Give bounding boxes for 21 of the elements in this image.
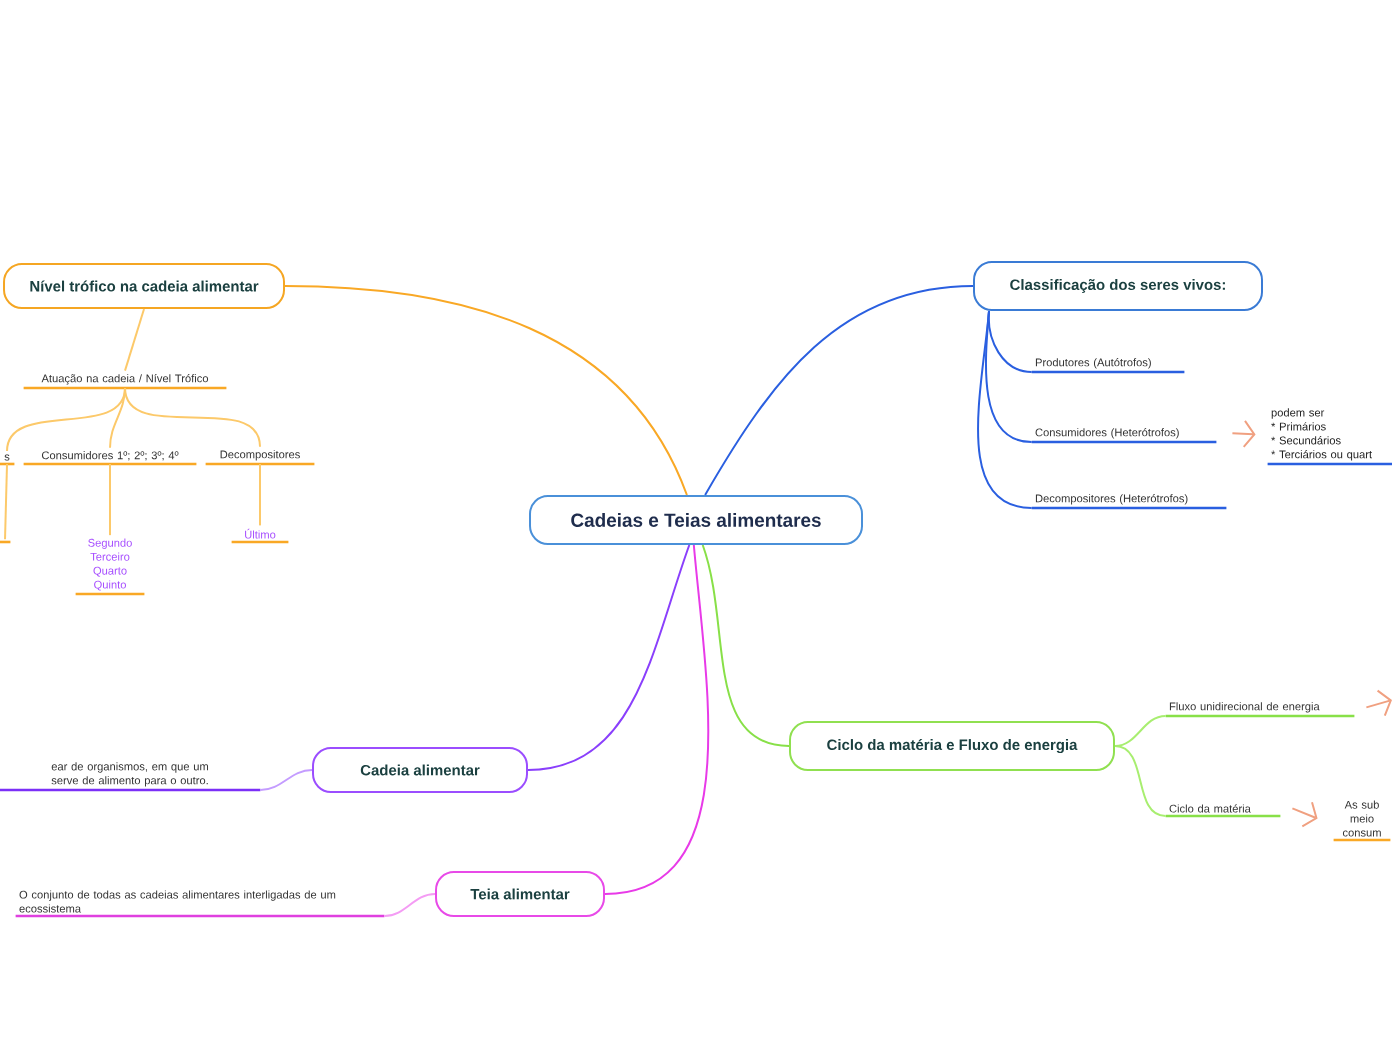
chevron-arrow: [1291, 801, 1318, 828]
branch-line: [977, 310, 1033, 509]
branch-line: [259, 463, 261, 527]
branch-line: [259, 769, 313, 791]
branch-line: [284, 285, 688, 496]
branch-line: [383, 893, 436, 917]
branch-line: [109, 387, 126, 449]
branch-line: [6, 387, 126, 453]
branch-line: [527, 544, 691, 771]
underline: [0, 540, 11, 544]
branch-line: [604, 544, 710, 895]
branch-line: [1114, 745, 1167, 817]
branch-line: [4, 463, 8, 541]
branch-line: [701, 544, 790, 747]
branch-line: [704, 285, 974, 496]
branch-line: [109, 463, 111, 537]
branch-line: [124, 387, 261, 448]
branch-line: [985, 310, 1033, 443]
central-topic-box: Cadeias e Teias alimentares: [529, 495, 863, 545]
branch-line: [1114, 715, 1167, 747]
branch-line: [124, 308, 145, 372]
